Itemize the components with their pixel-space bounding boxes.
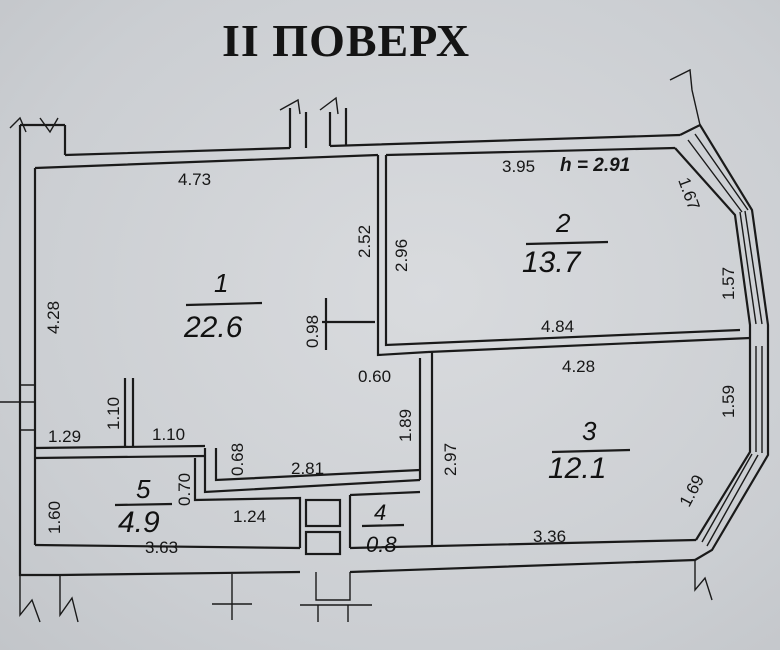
dim-1-67: 1.67	[674, 175, 703, 213]
room-3-fraction-bar	[551, 448, 631, 454]
bottom-wall-inner	[18, 538, 697, 577]
top-right-break	[669, 68, 701, 126]
room-2-number: 2	[555, 208, 571, 238]
bay-upper-inner	[674, 147, 752, 345]
wall-3-top	[427, 336, 751, 354]
bay-upper-glass	[687, 133, 763, 325]
dim-4-28-left: 4.28	[44, 301, 63, 334]
dim-1-10-horizontal: 1.10	[152, 425, 185, 444]
room-1-area: 22.6	[183, 311, 243, 344]
wall-4	[348, 490, 421, 548]
room-2-fraction-bar	[525, 240, 609, 246]
wall-1-2	[376, 155, 388, 285]
dim-0-70: 0.70	[175, 473, 194, 506]
room-5-area: 4.9	[118, 506, 160, 539]
dim-0-68: 0.68	[228, 443, 247, 476]
dim-2-52: 2.52	[355, 225, 374, 258]
top-left-break	[9, 116, 59, 134]
plan-title: II ПОВЕРХ	[222, 15, 470, 66]
room-4-fraction-bar	[361, 523, 405, 528]
bottom-wall-outer	[59, 558, 696, 577]
room-1-fraction-bar	[185, 301, 263, 307]
dim-1-10-vertical: 1.10	[104, 397, 123, 430]
dim-1-69: 1.69	[676, 472, 708, 510]
ceiling-height: h = 2.91	[560, 155, 630, 176]
dim-1-24: 1.24	[233, 507, 266, 526]
wall-5-right	[193, 458, 302, 548]
bay-lower-inner	[695, 345, 752, 541]
dimension-labels: 4.73 3.95 h = 2.91 1.67 2.52 2.96 4.28 0…	[44, 155, 738, 557]
dim-3-36: 3.36	[533, 527, 566, 546]
wall-1-5	[34, 444, 206, 460]
shaft-lower	[304, 530, 342, 556]
bay-upper-outer	[679, 123, 770, 345]
wall-1-3	[418, 352, 434, 545]
dim-2-81: 2.81	[291, 459, 324, 478]
dim-3-95: 3.95	[502, 157, 535, 176]
room-3-number: 3	[582, 416, 597, 446]
dim-2-96: 2.96	[392, 239, 411, 272]
wall-1-bottom	[203, 448, 421, 494]
top-left-jog	[20, 123, 67, 155]
dim-1-89: 1.89	[396, 409, 415, 442]
top-wall-inner	[34, 146, 676, 170]
bay-lower-glass	[701, 346, 763, 547]
dim-4-28-mid: 4.28	[562, 357, 595, 376]
bottom-right-break	[694, 560, 713, 601]
dim-0-98: 0.98	[303, 315, 322, 348]
bottom-left-break	[19, 575, 79, 623]
outer-walls	[9, 68, 770, 623]
dim-2-97: 2.97	[441, 443, 460, 476]
dim-3-63: 3.63	[145, 538, 178, 557]
room-4-number: 4	[374, 500, 386, 525]
top-wall-outer	[64, 133, 681, 157]
room-5-fraction-bar	[114, 502, 173, 507]
bottom-axis-mark	[212, 574, 252, 620]
wall-1-10-stub	[123, 378, 135, 446]
bottom-vent	[300, 572, 372, 622]
room-5-number: 5	[136, 474, 151, 504]
dim-0-60: 0.60	[358, 367, 391, 386]
dim-1-29: 1.29	[48, 427, 81, 446]
room-3-area: 12.1	[548, 452, 606, 485]
bay-lower-outer	[694, 345, 770, 561]
dim-4-84: 4.84	[541, 317, 574, 336]
left-window	[0, 384, 35, 431]
room-4-area: 0.8	[366, 532, 397, 557]
room-1-number: 1	[214, 268, 228, 298]
room-2-area: 13.7	[522, 246, 582, 279]
top-break-marks	[279, 96, 339, 115]
dim-1-57: 1.57	[719, 267, 738, 300]
shaft-upper	[304, 498, 342, 528]
dim-4-73: 4.73	[178, 170, 211, 189]
top-vent	[288, 108, 348, 148]
t-stub	[322, 298, 375, 350]
dim-1-59: 1.59	[719, 385, 738, 418]
wall-2-3	[376, 285, 741, 357]
interior-walls	[0, 155, 751, 556]
dim-1-60: 1.60	[45, 501, 64, 534]
room-labels: 1 22.6 2 13.7 3 12.1 4 0.8 5 4.9	[114, 208, 631, 557]
